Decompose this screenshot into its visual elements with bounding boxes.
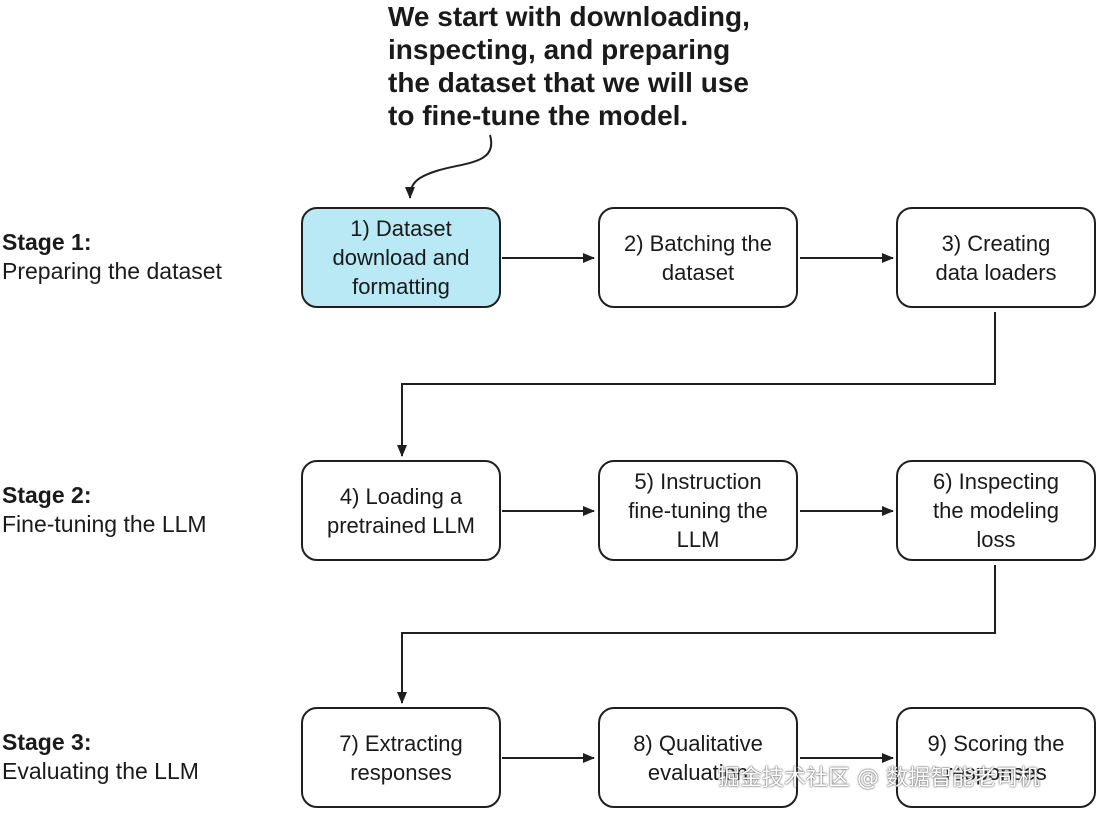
step-text: 7) Extracting bbox=[339, 730, 463, 756]
step-box-8: 8) Qualitative evaluation bbox=[598, 707, 798, 808]
step-text: data loaders bbox=[935, 259, 1057, 285]
step-text: evaluation bbox=[647, 759, 749, 785]
callout-line: the dataset that we will use bbox=[388, 67, 749, 98]
step-text: loss bbox=[976, 527, 1016, 552]
arrow-3-to-4 bbox=[397, 312, 996, 457]
step-box-7: 7) Extracting responses bbox=[301, 707, 501, 808]
step-text: 6) Inspecting bbox=[933, 469, 1059, 494]
step-text: formatting bbox=[352, 274, 450, 299]
step-text: 2) Batching the bbox=[624, 230, 772, 256]
step-box-2: 2) Batching the dataset bbox=[598, 207, 798, 308]
stage-subtitle: Preparing the dataset bbox=[2, 258, 222, 284]
callout-line: inspecting, and preparing bbox=[388, 34, 731, 65]
step-box-1: 1) Dataset download and formatting bbox=[301, 207, 501, 308]
step-text: pretrained LLM bbox=[327, 512, 475, 538]
step-text: fine-tuning the bbox=[628, 498, 768, 523]
step-text: 3) Creating bbox=[941, 230, 1051, 256]
step-text: the modeling bbox=[933, 498, 1059, 523]
callout-arrow bbox=[405, 134, 493, 199]
stage-3-label: Stage 3: Evaluating the LLM bbox=[2, 728, 199, 786]
stage-subtitle: Evaluating the LLM bbox=[2, 758, 199, 784]
step-text: responses bbox=[945, 759, 1047, 785]
step-box-3: 3) Creating data loaders bbox=[896, 207, 1096, 308]
stage-1-label: Stage 1: Preparing the dataset bbox=[2, 228, 222, 286]
step-text: LLM bbox=[676, 527, 720, 552]
step-text: 9) Scoring the bbox=[927, 730, 1065, 756]
step-text: dataset bbox=[661, 259, 735, 285]
stage-title: Stage 2: bbox=[2, 482, 92, 508]
step-box-5: 5) Instruction fine-tuning the LLM bbox=[598, 460, 798, 561]
step-text: 8) Qualitative bbox=[633, 730, 763, 756]
stage-2-label: Stage 2: Fine-tuning the LLM bbox=[2, 481, 207, 539]
watermark-text: 掘金技术社区 @ 数据智能老司机 bbox=[718, 766, 1040, 791]
step-text: 1) Dataset bbox=[350, 216, 452, 241]
arrow-6-to-7 bbox=[397, 565, 996, 704]
stage-title: Stage 1: bbox=[2, 229, 92, 255]
callout-line: to fine-tune the model. bbox=[388, 100, 689, 131]
step-box-4: 4) Loading a pretrained LLM bbox=[301, 460, 501, 561]
stage-title: Stage 3: bbox=[2, 729, 92, 755]
stage-subtitle: Fine-tuning the LLM bbox=[2, 511, 207, 537]
step-text: 5) Instruction bbox=[634, 469, 762, 494]
callout-annotation: We start with downloading, inspecting, a… bbox=[388, 0, 808, 132]
step-text: 4) Loading a bbox=[339, 483, 463, 509]
step-text: download and bbox=[332, 245, 470, 270]
step-text: responses bbox=[350, 759, 452, 785]
step-box-6: 6) Inspecting the modeling loss bbox=[896, 460, 1096, 561]
callout-line: We start with downloading, bbox=[388, 1, 750, 32]
step-box-9: 9) Scoring the responses bbox=[896, 707, 1096, 808]
